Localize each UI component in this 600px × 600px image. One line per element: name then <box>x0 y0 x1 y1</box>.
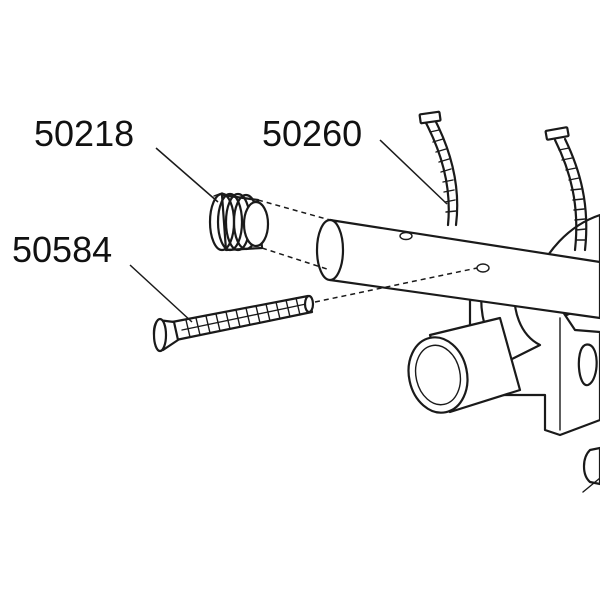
nut-fragment <box>582 446 600 493</box>
bolt-part <box>152 294 315 353</box>
cable-tie-left <box>418 110 459 227</box>
tube-hole-top <box>399 231 413 241</box>
leader-line-spring <box>155 147 219 203</box>
leader-line-cable-tie <box>379 139 448 205</box>
cable-tie-right <box>544 126 588 252</box>
part-label-cable-tie: 50260 <box>262 113 362 154</box>
main-tube <box>315 218 600 320</box>
leader-line-bolt <box>129 264 193 323</box>
housing-stub-cylinder <box>407 316 522 414</box>
assembly-lines <box>257 199 478 303</box>
part-label-bolt: 50584 <box>12 229 112 270</box>
leader-lines <box>129 139 448 323</box>
part-label-spring: 50218 <box>34 113 134 154</box>
spring-part <box>208 192 270 252</box>
